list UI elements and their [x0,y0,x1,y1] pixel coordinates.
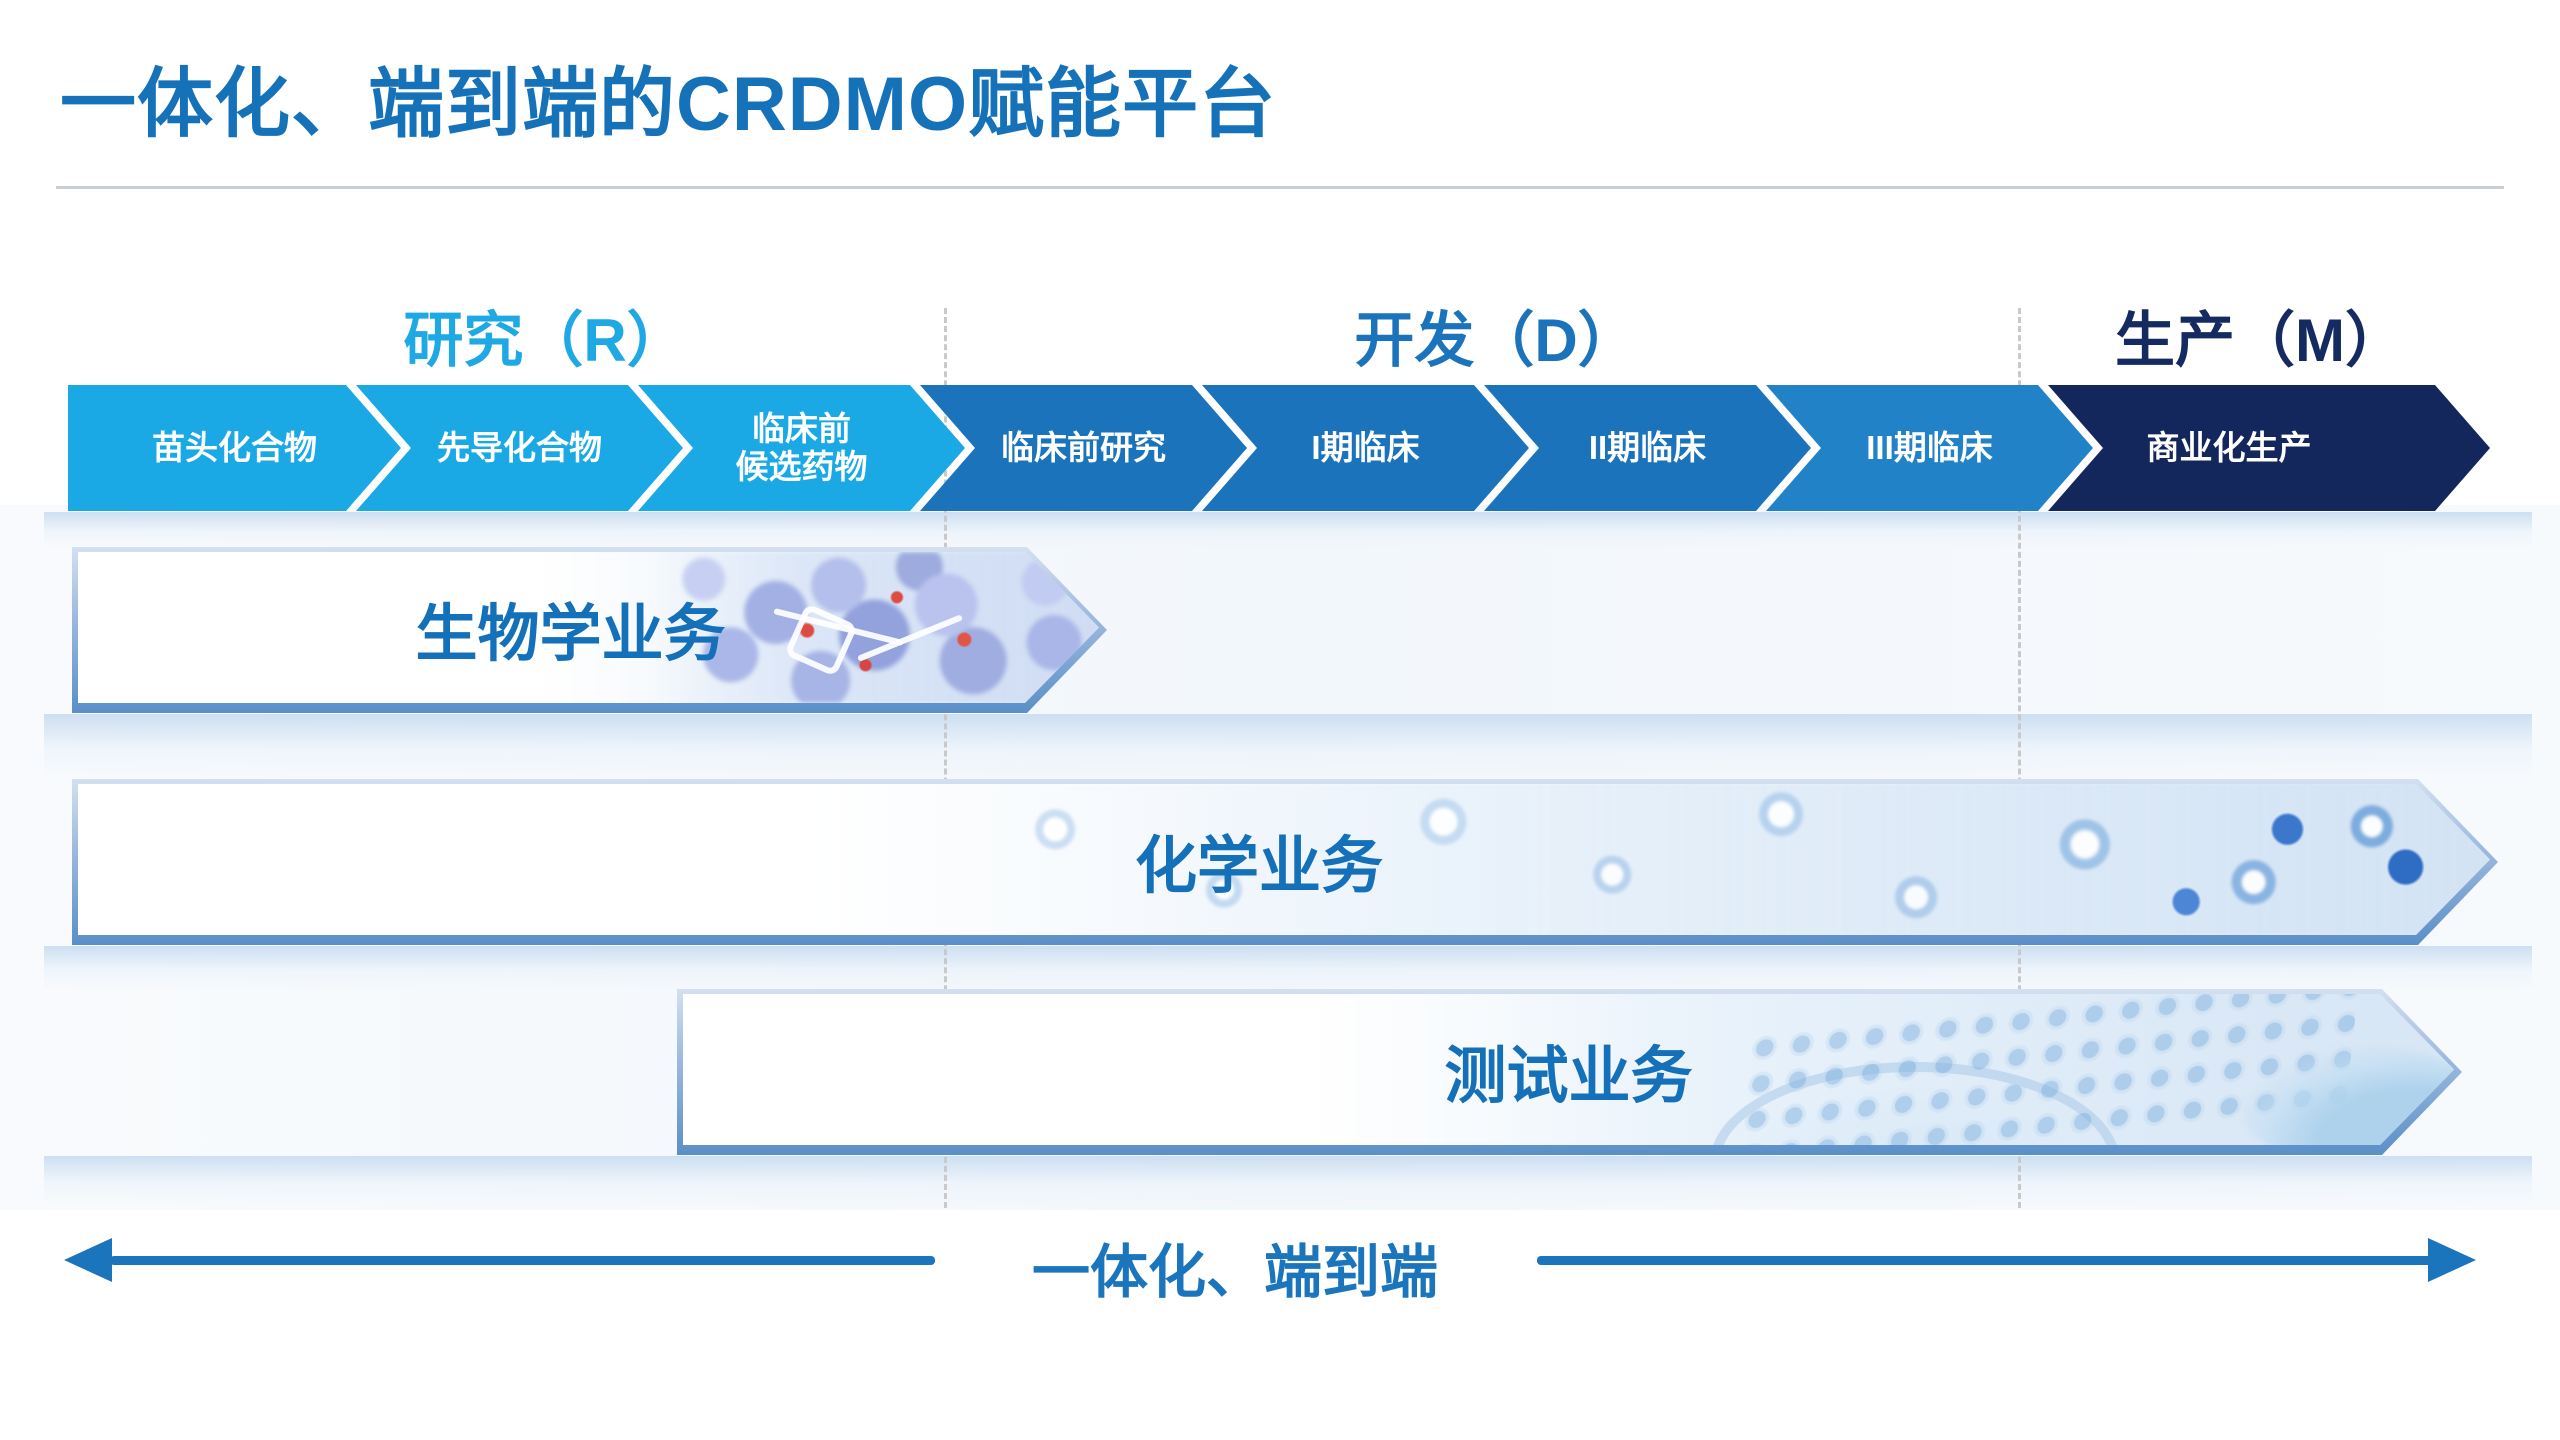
pipeline-chevron-hit-compound: 苗头化合物 [68,385,401,511]
pipeline-chevron-preclinical-research: 临床前研究 [920,385,1247,511]
chemistry-banner-label: 化学业务 [1134,831,1383,901]
banner-body: 化学业务 [78,784,2490,935]
arrow-line-left [110,1256,935,1265]
chemistry-molecule-spheres [802,784,2490,935]
pipeline-stage-row: 苗头化合物 先导化合物 临床前 候选药物 临床前研究 I期临床 II期临床 II… [68,385,2490,511]
background-glow-band [44,1156,2532,1204]
title-underline [56,186,2504,189]
background-glow-band [44,714,2532,778]
page-title: 一体化、端到端的CRDMO赋能平台 [60,62,1277,147]
section-divider-dashed-research-development [944,308,947,1208]
pipeline-chevron-phase1: I期临床 [1202,385,1529,511]
banner-body: 生物学业务 [78,552,1099,703]
biology-banner-label: 生物学业务 [415,599,726,669]
section-divider-dashed-development-manufacturing [2018,308,2021,1208]
banner-frame: 测试业务 [677,989,2462,1155]
pipeline-chevron-lead-compound: 先导化合物 [356,385,683,511]
pipeline-chevron-phase3: III期临床 [1766,385,2093,511]
pipeline-chevron-phase2: II期临床 [1484,385,1811,511]
biology-banner: 生物学业务 [72,547,1107,713]
integration-label: 一体化、端到端 [1031,1240,1438,1305]
pipeline-chevron-commercial-manufacturing: 商业化生产 [2048,385,2490,511]
phase-header-manufacturing: 生产（M） [2115,307,2405,374]
phase-header-research: 研究（R） [403,307,687,374]
testing-banner: 测试业务 [677,989,2462,1155]
pipeline-chevron-preclinical-candidate: 临床前 候选药物 [638,385,965,511]
background-glow-band [44,946,2532,990]
banner-body: 测试业务 [683,994,2454,1145]
testing-banner-label: 测试业务 [1444,1041,1693,1111]
chemistry-banner: 化学业务 [72,779,2498,945]
arrow-line-right [1537,1256,2432,1265]
background-glow-band [44,512,2532,548]
arrowhead-right-icon [2428,1238,2476,1282]
biology-molecule-accents [650,552,1099,703]
arrowhead-left-icon [64,1238,112,1282]
banner-frame: 化学业务 [72,779,2498,945]
banner-frame: 生物学业务 [72,547,1107,713]
phase-header-development: 开发（D） [1354,307,1638,374]
